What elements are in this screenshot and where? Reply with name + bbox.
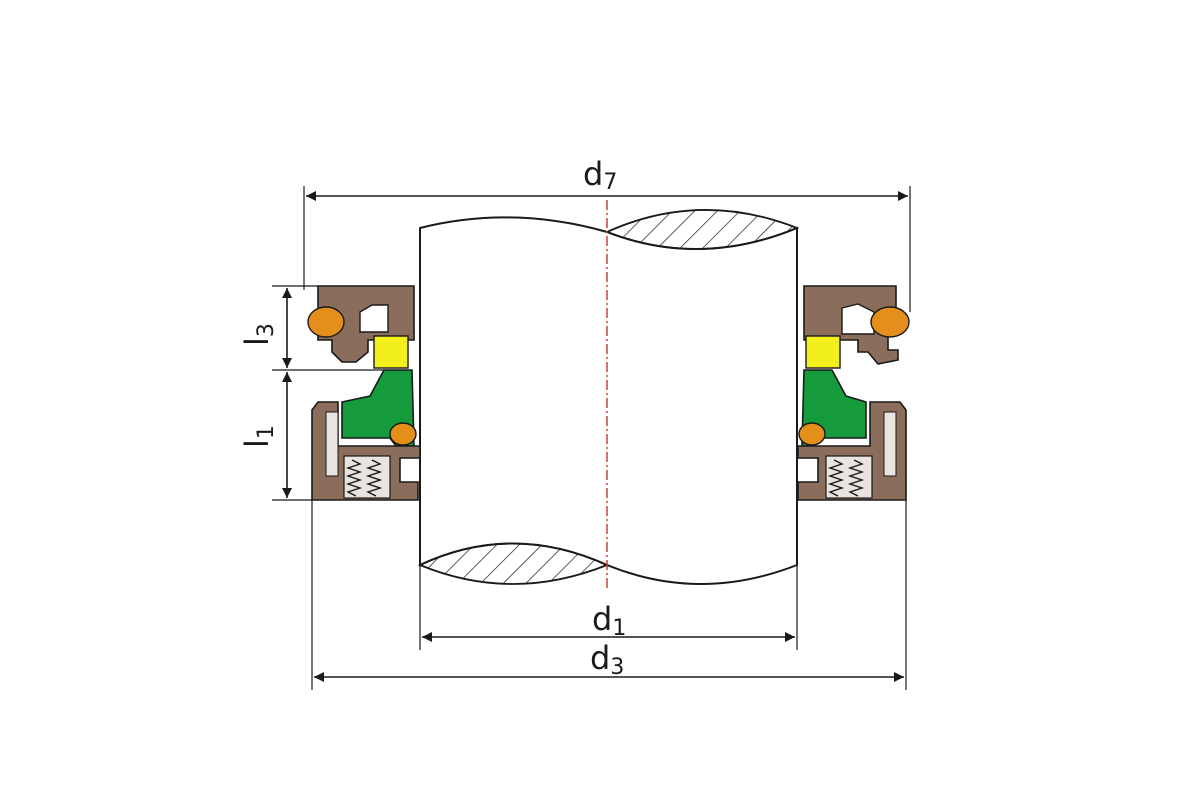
spring-cavity-right (883, 411, 897, 477)
spring-right-2 (847, 459, 865, 497)
shaft (417, 200, 800, 590)
seal-left (307, 285, 421, 501)
o-ring-right-upper (870, 306, 910, 338)
spring-left (345, 459, 363, 497)
o-ring-left-upper (307, 306, 345, 338)
label-l1: l1 (238, 425, 279, 448)
housing-groove-left (359, 304, 389, 333)
dimension-lines (282, 191, 908, 682)
spring-right (827, 459, 845, 497)
spring-cavity-left (325, 411, 339, 477)
shaft-cut-top (604, 209, 800, 250)
o-ring-right-lower (798, 422, 826, 446)
seal-face-left (373, 335, 409, 369)
seal-face-right (805, 335, 841, 369)
seal-right (797, 285, 910, 501)
shaft-outline (419, 216, 798, 585)
extension-lines (272, 186, 911, 690)
shaft-cut-bottom (417, 542, 610, 585)
label-d3: d3 (590, 639, 624, 680)
label-d7: d7 (583, 155, 617, 195)
spring-left-2 (365, 459, 383, 497)
label-d1: d1 (592, 600, 626, 641)
label-l3: l3 (238, 323, 279, 346)
spring-holder-right (797, 401, 907, 501)
o-ring-left-lower (389, 422, 417, 446)
